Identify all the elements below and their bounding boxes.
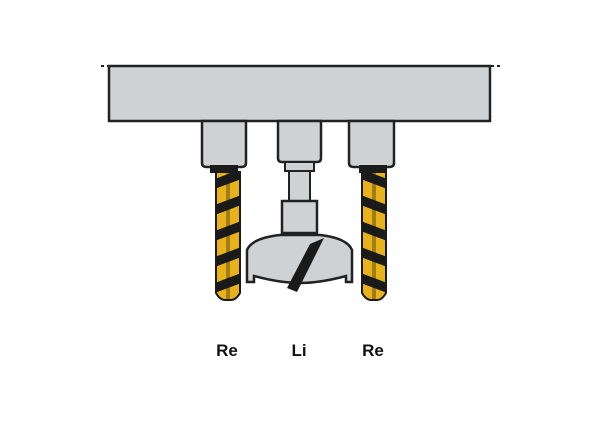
- left-spindle: [200, 119, 248, 173]
- center-bit-label: Li: [291, 341, 307, 360]
- right-bit-label: Re: [362, 341, 384, 360]
- left-bit-label: Re: [216, 341, 238, 360]
- center-spindle: [276, 119, 323, 235]
- center-boring-bit: [245, 233, 354, 292]
- drill-head-housing: [107, 64, 492, 123]
- right-drill-bit: [361, 171, 387, 301]
- left-drill-bit: [215, 171, 241, 301]
- right-spindle: [347, 119, 396, 173]
